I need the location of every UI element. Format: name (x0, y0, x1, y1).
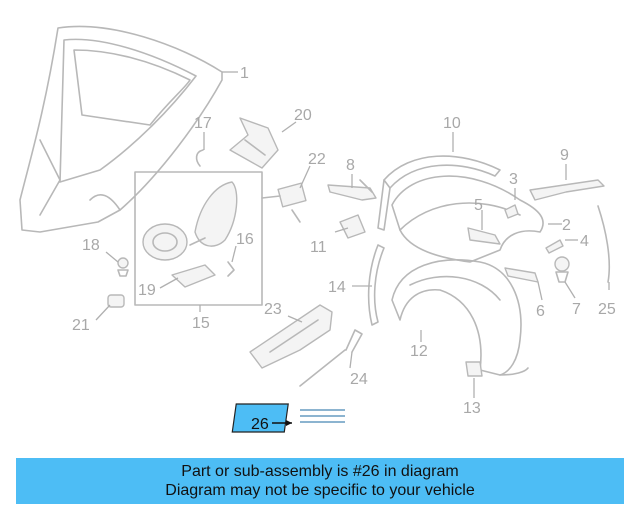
part-26-module-highlight[interactable] (231, 403, 345, 433)
callout-26: 26 (251, 416, 269, 433)
callout-17: 17 (194, 115, 212, 132)
part-3-clip (504, 204, 519, 219)
callout-7: 7 (572, 301, 581, 318)
callout-4: 4 (580, 233, 589, 250)
leader-20 (281, 121, 297, 133)
leader-18 (105, 251, 119, 263)
leader-22 (299, 165, 311, 189)
part-12-wheelhouse (391, 259, 529, 376)
part-18-bolt (117, 257, 129, 277)
leader-7 (564, 281, 576, 299)
callout-1: 1 (240, 65, 249, 82)
leader-6 (537, 281, 543, 301)
leader-11 (334, 227, 349, 233)
callout-10: 10 (443, 115, 461, 132)
callout-3: 3 (509, 171, 518, 188)
part-20-bracket (229, 117, 279, 169)
callout-2: 2 (562, 217, 571, 234)
leader-21 (95, 304, 111, 321)
leader-16 (231, 245, 237, 263)
banner-line-2: Diagram may not be specific to your vehi… (165, 482, 475, 499)
callout-8: 8 (346, 157, 355, 174)
callout-5: 5 (474, 197, 483, 214)
part-1-quarter-panel (19, 25, 223, 233)
part-9-trim (529, 179, 605, 201)
part-8-bracket (327, 179, 377, 201)
leader-19 (159, 277, 179, 289)
part-6-strip (504, 267, 539, 283)
part-2-liner (391, 175, 544, 263)
part-5-bracket (467, 227, 501, 245)
part-4-pin (545, 239, 564, 254)
part-10-arch-molding (377, 155, 501, 231)
leader-23 (287, 315, 303, 323)
leader-26-arrowhead (286, 420, 292, 426)
callout-25: 25 (598, 301, 616, 318)
part-23-panel (249, 304, 333, 369)
callout-22: 22 (308, 151, 326, 168)
part-21-plug (107, 294, 125, 308)
callout-14: 14 (328, 279, 346, 296)
callout-24: 24 (350, 371, 368, 388)
callout-12: 12 (410, 343, 428, 360)
part-13-clip (465, 361, 483, 377)
part-7-grommet (554, 256, 570, 283)
callout-23: 23 (264, 301, 282, 318)
callout-19: 19 (138, 282, 156, 299)
callout-11: 11 (310, 239, 327, 256)
part-14-seal (367, 244, 385, 326)
part-25-wire (597, 205, 611, 283)
leader-24 (349, 351, 353, 369)
callout-15: 15 (192, 315, 210, 332)
callout-16: 16 (236, 231, 254, 248)
part-15-fuel-door-box (134, 171, 263, 306)
callout-6: 6 (536, 303, 545, 320)
part-17-clip (195, 149, 204, 167)
callout-21: 21 (72, 317, 90, 334)
callout-18: 18 (82, 237, 100, 254)
part-22-actuator (261, 182, 307, 223)
callout-9: 9 (560, 147, 569, 164)
part-24-rod (299, 329, 363, 387)
callout-20: 20 (294, 107, 312, 124)
part-11-pad (339, 214, 366, 239)
callout-13: 13 (463, 400, 481, 417)
info-banner: Part or sub-assembly is #26 in diagram D… (16, 458, 624, 504)
banner-line-1: Part or sub-assembly is #26 in diagram (181, 463, 459, 480)
